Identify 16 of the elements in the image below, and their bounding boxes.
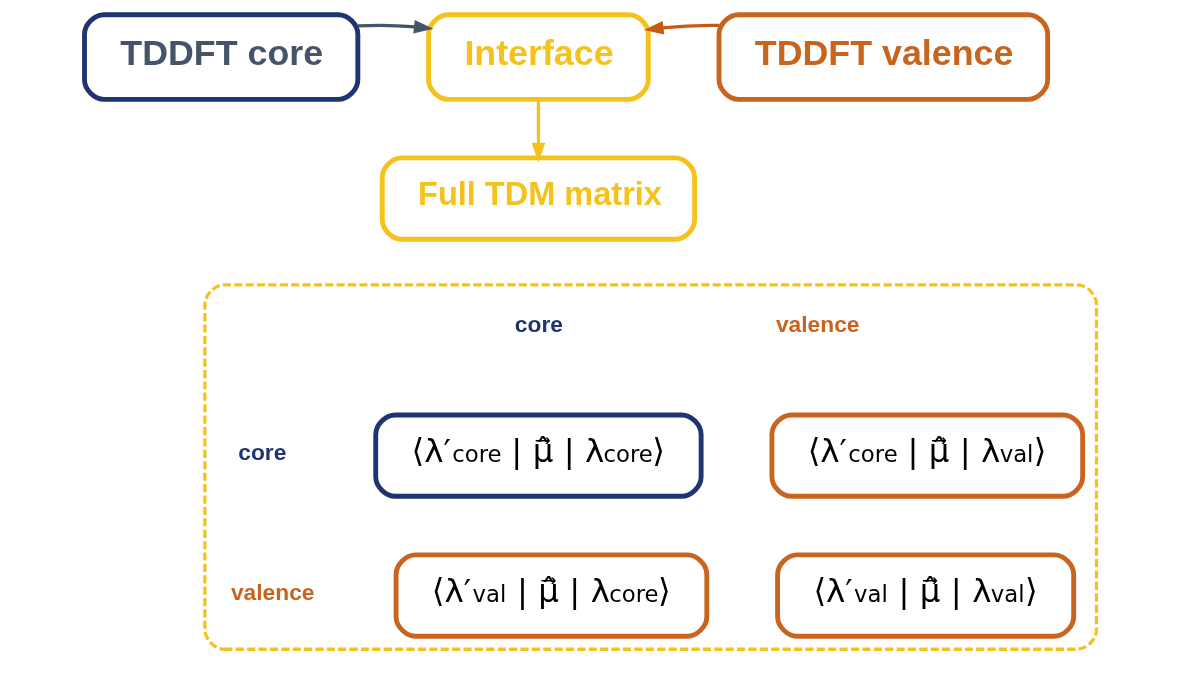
node-box: ⟨λ′val | μ̂⃗ | λcore⟩	[393, 552, 710, 639]
cluster	[203, 283, 1099, 651]
node-box: TDDFT valence	[716, 12, 1051, 102]
node-box: ⟨λ′core | μ̂⃗ | λcore⟩	[373, 412, 704, 499]
label: valence	[775, 310, 860, 337]
label: core	[238, 439, 287, 466]
node-box: Interface	[426, 12, 651, 102]
arrow	[531, 99, 546, 163]
node-box: ⟨λ′core | μ̂⃗ | λval⟩	[769, 412, 1086, 499]
arrow	[358, 19, 434, 34]
label: valence	[230, 578, 315, 605]
label: core	[514, 310, 563, 337]
node-box: TDDFT core	[82, 12, 361, 102]
arrow	[644, 20, 719, 35]
node-box: ⟨λ′val | μ̂⃗ | λval⟩	[775, 552, 1077, 639]
node-box: Full TDM matrix	[379, 155, 698, 242]
